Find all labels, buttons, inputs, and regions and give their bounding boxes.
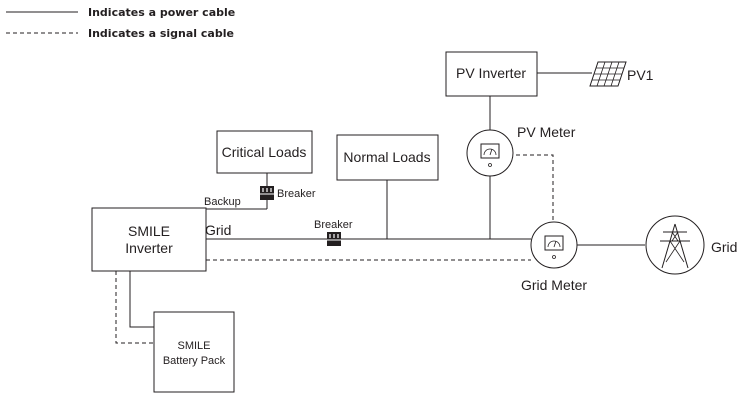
breaker-icon [327, 232, 341, 246]
pv-meter[interactable]: PV Meter [466, 124, 576, 177]
backup-port-label: Backup [204, 196, 241, 208]
smile-inverter[interactable]: SMILE Inverter [91, 207, 207, 272]
power-cables [129, 72, 645, 328]
legend-power-label: Indicates a power cable [88, 6, 235, 19]
meter-icon [544, 235, 564, 259]
battery-label-line1: SMILE [177, 340, 210, 352]
pv-meter-to-grid-meter-signal [516, 154, 554, 222]
smile-inverter-label-line2: Inverter [125, 240, 173, 256]
transmission-tower-icon [660, 223, 690, 269]
grid-breaker: Breaker [314, 219, 353, 246]
critical-loads[interactable]: Critical Loads [216, 130, 313, 174]
backup-breaker: Breaker [260, 186, 316, 200]
pv-inverter-label: PV Inverter [456, 65, 526, 81]
pv-array: PV1 [589, 61, 654, 87]
battery-power-cable [129, 271, 154, 328]
grid-port-label: Grid [205, 222, 231, 238]
smile-inverter-label-line1: SMILE [128, 223, 170, 239]
grid-breaker-label: Breaker [314, 219, 353, 231]
legend: Indicates a power cable Indicates a sign… [6, 6, 235, 40]
backup-breaker-label: Breaker [277, 188, 316, 200]
pv-meter-label: PV Meter [517, 124, 576, 140]
legend-signal-label: Indicates a signal cable [88, 27, 234, 40]
grid-meter[interactable]: Grid Meter [521, 221, 587, 293]
normal-loads[interactable]: Normal Loads [336, 134, 439, 181]
grid-meter-label: Grid Meter [521, 277, 587, 293]
critical-loads-label: Critical Loads [222, 144, 307, 160]
meter-icon [480, 143, 500, 167]
breaker-icon [260, 186, 274, 200]
battery-label-line2: Battery Pack [163, 355, 226, 367]
grid[interactable]: Grid [645, 215, 737, 275]
signal-cables [115, 154, 554, 344]
pv-inverter[interactable]: PV Inverter [445, 51, 538, 97]
solar-panel-icon [589, 61, 627, 87]
smile-battery-pack[interactable]: SMILE Battery Pack [153, 311, 235, 393]
grid-label: Grid [711, 239, 737, 255]
normal-loads-label: Normal Loads [343, 149, 430, 165]
battery-signal-cable [115, 271, 154, 344]
pv-array-label: PV1 [627, 67, 654, 83]
